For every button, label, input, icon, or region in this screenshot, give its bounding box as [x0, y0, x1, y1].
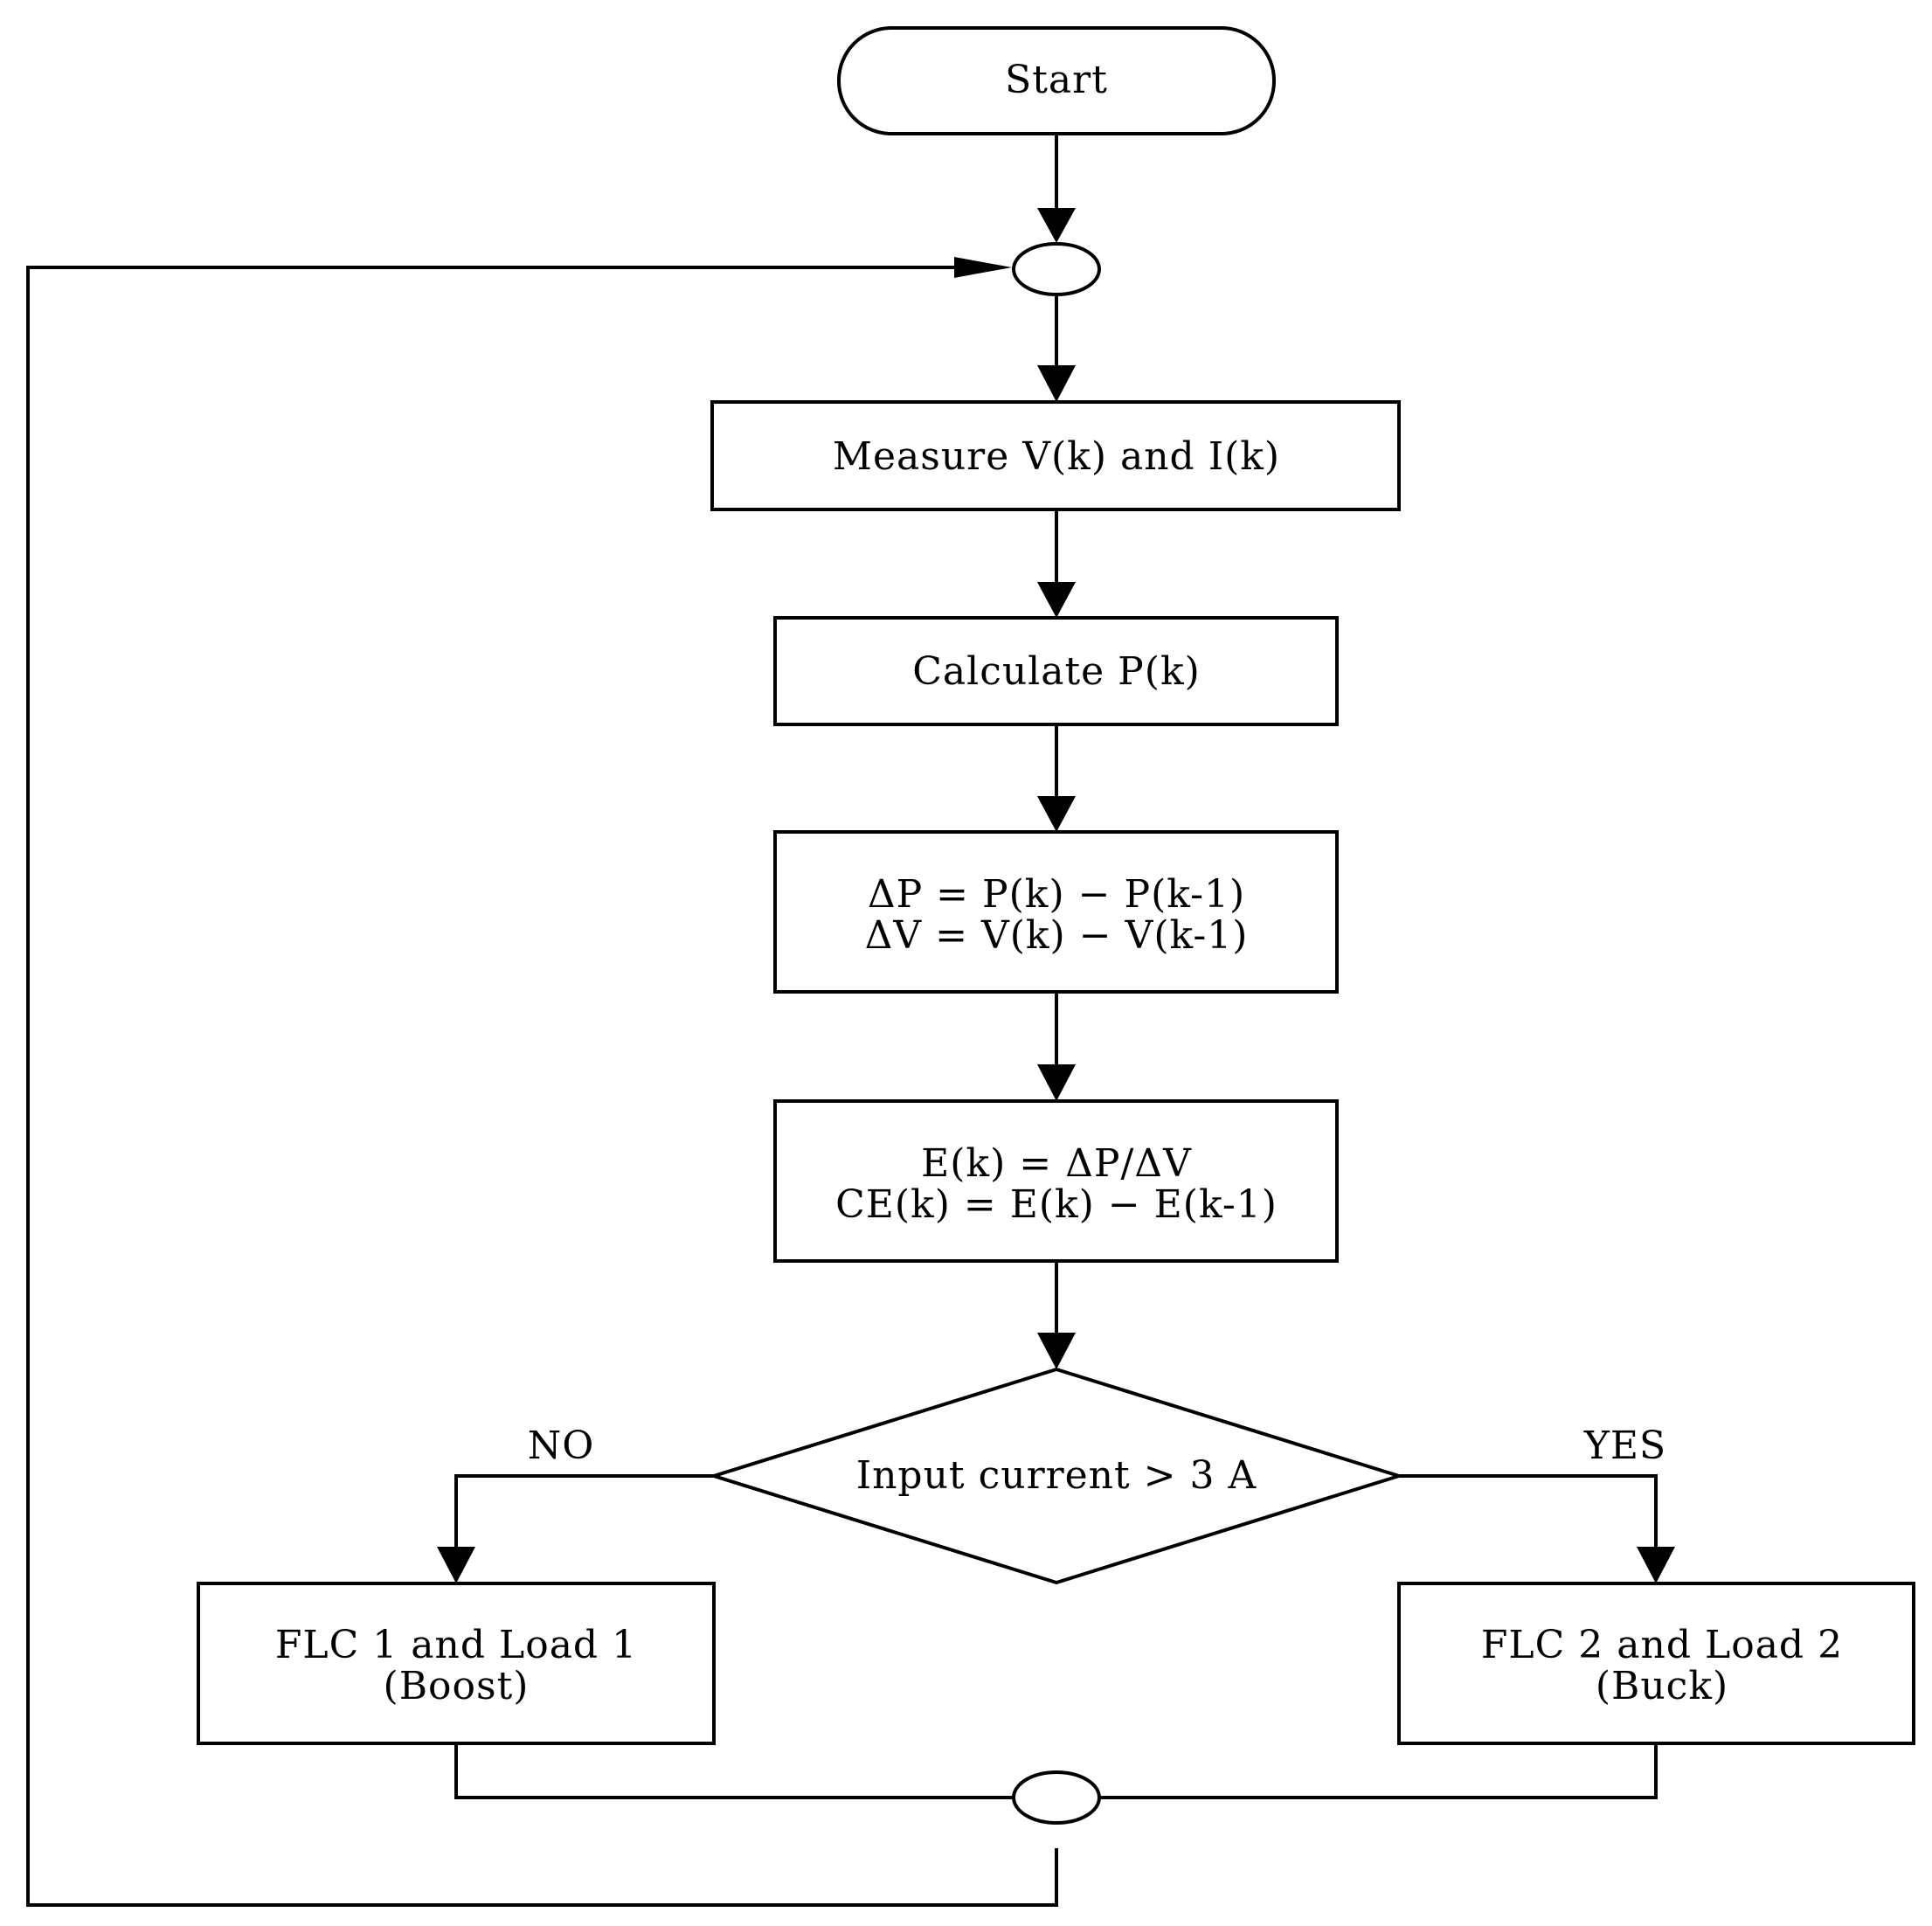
arrowhead-error-to-decision: [1037, 1333, 1076, 1369]
change-error-label: CE(k) = E(k) − E(k-1): [835, 1182, 1278, 1227]
delta-v-label: ΔV = V(k) − V(k-1): [865, 913, 1249, 958]
edge-loop-return: [26, 266, 1058, 1907]
flc2-buck-step: [1397, 1582, 1915, 1745]
arrowhead-start-to-connector: [1037, 208, 1076, 243]
edge-flc2-to-merge: [1099, 1743, 1658, 1799]
calculate-step: [773, 616, 1339, 726]
loop-connector-top: [1012, 242, 1101, 296]
arrowhead-decision-no: [437, 1547, 475, 1583]
error-label: E(k) = ΔP/ΔV: [921, 1141, 1192, 1186]
no-branch-label: NO: [528, 1424, 595, 1468]
edge-flc1-to-merge: [454, 1743, 1014, 1799]
flc1-label-line1: FLC 1 and Load 1: [275, 1623, 637, 1667]
edge-decision-yes: [1399, 1474, 1658, 1548]
delta-p-label: ΔP = P(k) − P(k-1): [868, 872, 1245, 917]
flc1-label-line2: (Boost): [384, 1664, 530, 1708]
delta-step: [773, 830, 1339, 994]
arrowhead-delta-to-error: [1037, 1064, 1076, 1101]
arrowhead-decision-yes: [1637, 1547, 1675, 1583]
arrowhead-measure-to-calculate: [1037, 582, 1076, 618]
flc2-label-line2: (Buck): [1596, 1664, 1728, 1708]
decision-label: Input current > 3 A: [856, 1453, 1257, 1498]
yes-branch-label: YES: [1583, 1424, 1666, 1468]
measure-label: Measure V(k) and I(k): [833, 434, 1280, 479]
decision-diamond: [708, 1367, 1405, 1585]
flc1-boost-step: [197, 1582, 716, 1745]
calculate-label: Calculate P(k): [912, 649, 1201, 694]
arrowhead-connector-to-measure: [1037, 365, 1076, 402]
arrowhead-loop-return: [954, 257, 1012, 278]
edge-decision-no: [454, 1474, 714, 1548]
start-label: Start: [1005, 58, 1108, 102]
flc2-label-line1: FLC 2 and Load 2: [1481, 1623, 1843, 1667]
arrowhead-calculate-to-delta: [1037, 796, 1076, 832]
loop-connector-bottom: [1012, 1770, 1101, 1825]
